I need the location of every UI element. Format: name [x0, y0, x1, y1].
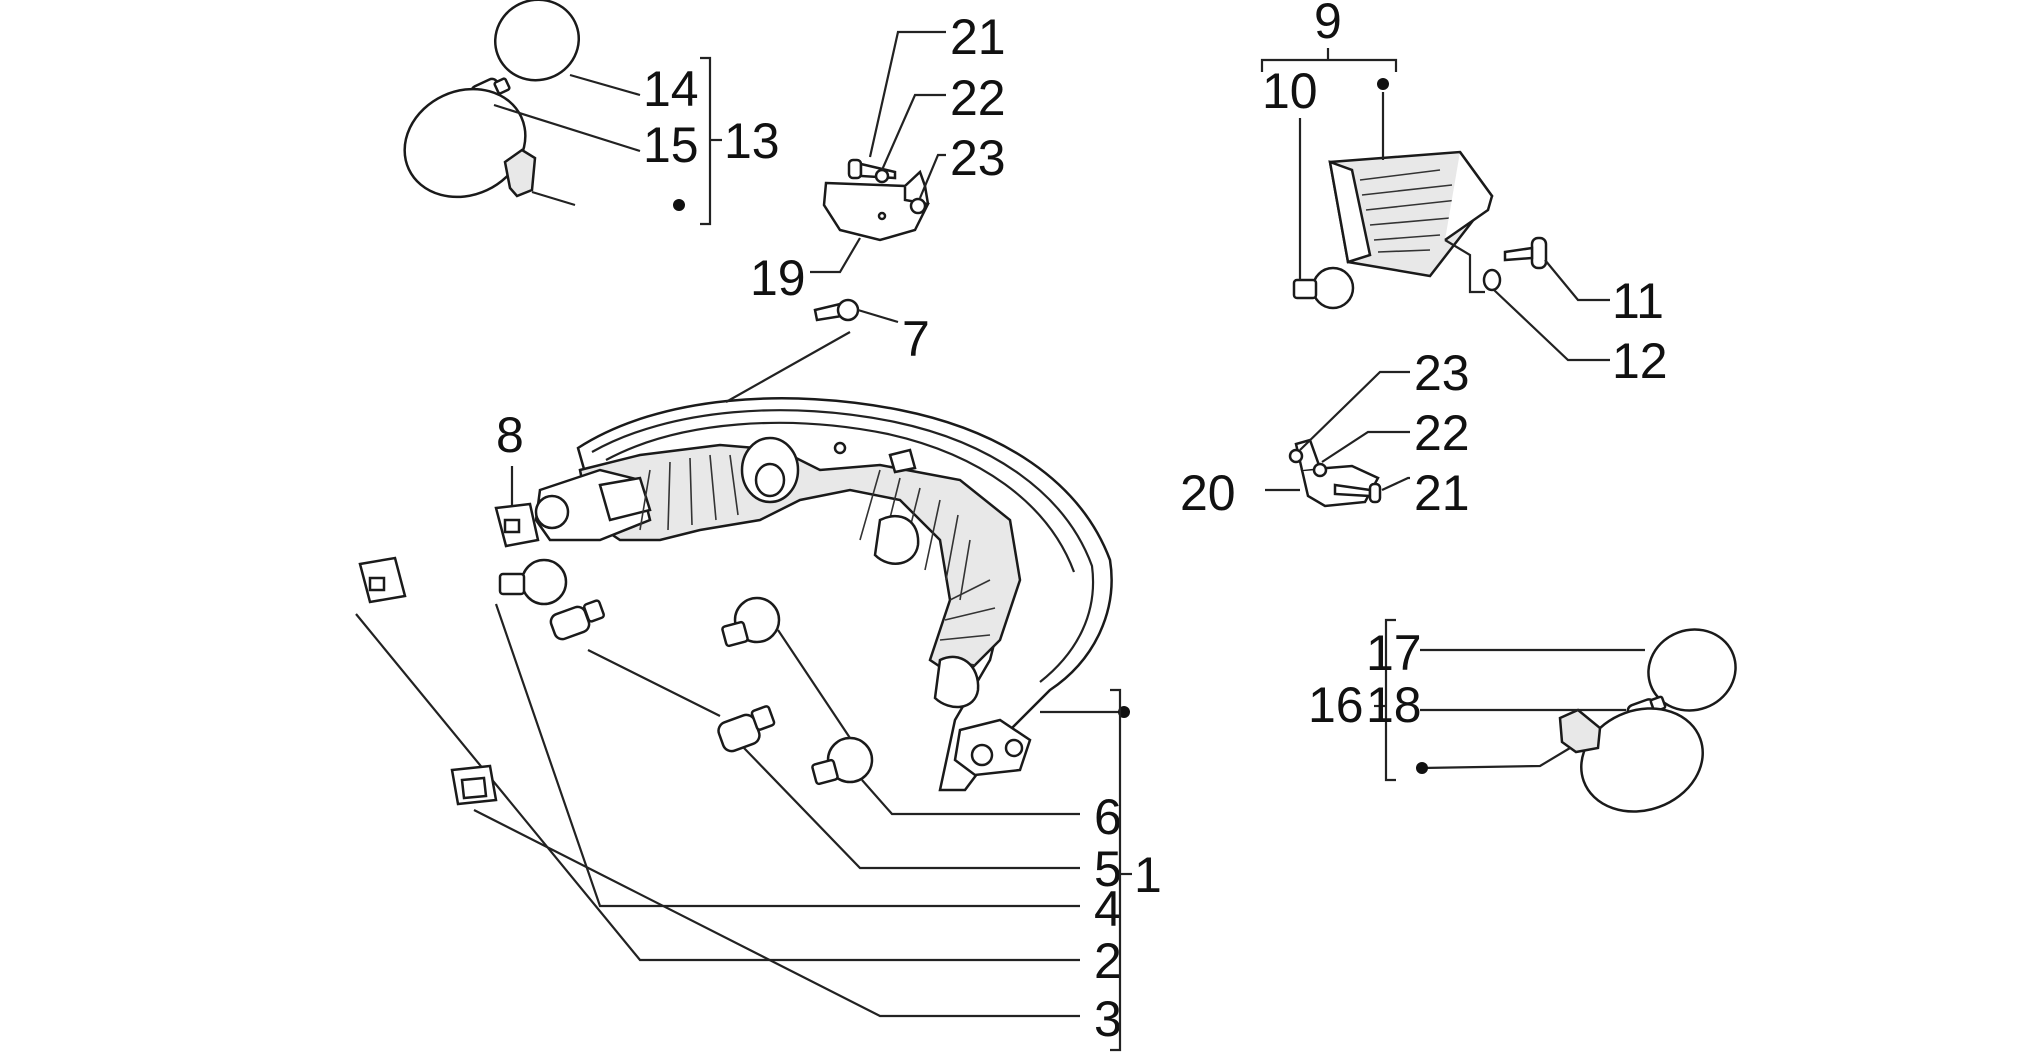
label-10: 10: [1262, 63, 1318, 119]
label-7: 7: [902, 311, 930, 367]
label-22-top: 22: [950, 70, 1006, 126]
washer-22-right: [1312, 462, 1328, 478]
clip-nut-2: 2: [355, 556, 1122, 989]
right-bracket-assembly: 23 22 21 20: [1180, 345, 1470, 521]
label-12: 12: [1612, 333, 1668, 389]
label-2: 2: [1094, 933, 1122, 989]
bulb-6-lower: [811, 736, 874, 786]
clip-3: 3: [450, 764, 1122, 1047]
label-15: 15: [643, 117, 699, 173]
leader-dot: [1416, 762, 1428, 774]
label-16: 16: [1308, 677, 1364, 733]
bracket-19: [822, 181, 930, 242]
tail-light-assembly: [534, 331, 1130, 792]
label-18: 18: [1366, 677, 1422, 733]
label-14: 14: [643, 61, 699, 117]
label-20: 20: [1180, 465, 1236, 521]
label-21-right: 21: [1414, 465, 1470, 521]
label-3: 3: [1094, 991, 1122, 1047]
front-left-indicator-assembly: 14 15 13: [403, 0, 780, 226]
screw-21-right: [1333, 482, 1382, 504]
screw-7: 7: [813, 298, 930, 367]
label-6: 6: [1094, 789, 1122, 845]
leader-dot: [673, 199, 685, 211]
indicator-lens-17: [1647, 628, 1737, 712]
indicator-housing: [403, 87, 537, 199]
label-4: 4: [1094, 881, 1122, 937]
clip-nut-8: 8: [494, 407, 540, 548]
label-11: 11: [1612, 273, 1664, 329]
bulb-10: [1292, 266, 1355, 310]
leader-dot: [1377, 78, 1389, 90]
license-plate-light-assembly: 9 10 11 12: [1260, 0, 1668, 389]
bulb-4: 4: [494, 558, 1122, 937]
nut-23: [909, 197, 927, 215]
bulb-5-lower: [717, 705, 776, 753]
label-5: 5: [1094, 841, 1122, 897]
label-13: 13: [724, 113, 780, 169]
left-bracket-assembly: 21 22 23 19: [750, 9, 1006, 306]
license-light-housing: [1328, 150, 1494, 278]
label-17: 17: [1366, 625, 1422, 681]
label-1: 1: [1134, 847, 1162, 903]
label-9: 9: [1314, 0, 1342, 49]
indicator-lens-14: [493, 0, 581, 82]
label-21-top: 21: [950, 9, 1006, 65]
bulb-5-upper: [549, 599, 606, 641]
label-23-top: 23: [950, 130, 1006, 186]
washer-12: [1482, 268, 1502, 292]
label-22-right: 22: [1414, 405, 1470, 461]
indicator-housing-right: [1558, 707, 1704, 813]
washer-22: [874, 168, 890, 184]
label-23-right: 23: [1414, 345, 1470, 401]
bulb-6-upper: [721, 596, 781, 648]
label-8: 8: [496, 407, 524, 463]
screw-11: [1503, 236, 1548, 270]
nut-23-right: [1288, 448, 1304, 464]
rear-right-indicator-assembly: 17 18 16: [1308, 618, 1737, 813]
label-19: 19: [750, 250, 806, 306]
